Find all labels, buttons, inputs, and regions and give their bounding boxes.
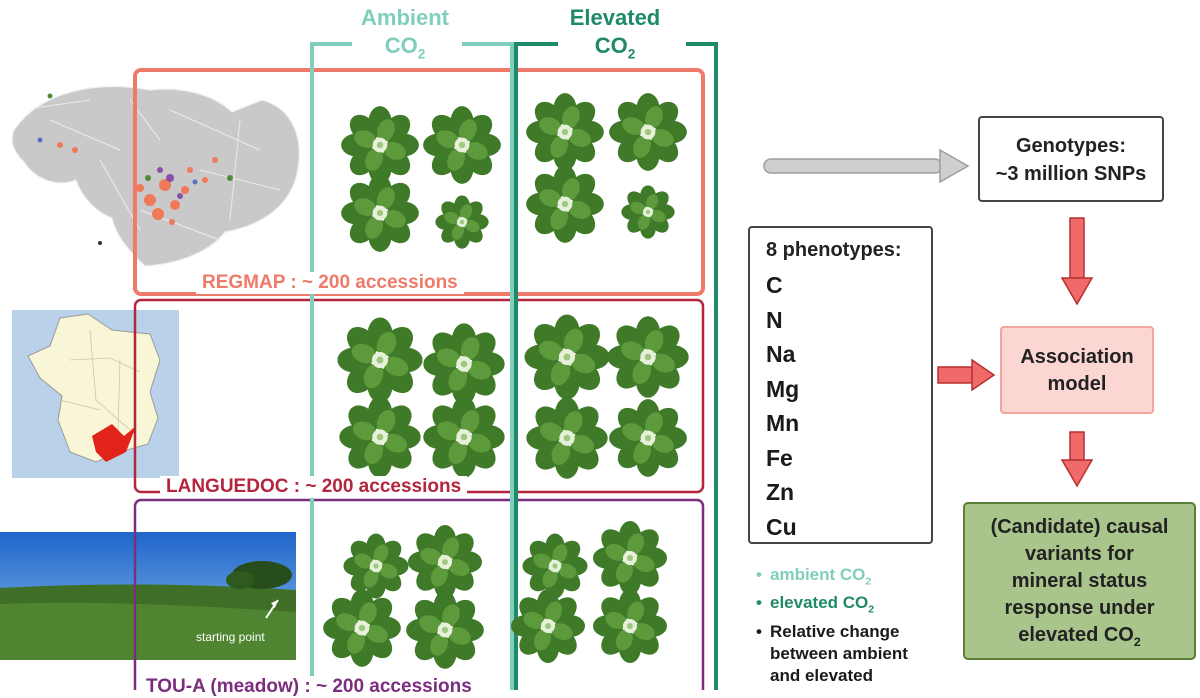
- languedoc-label: LANGUEDOC : ~ 200 accessions: [160, 476, 468, 498]
- toua-box: [133, 498, 705, 690]
- rosette-plants: [323, 93, 689, 669]
- result-line3: mineral status: [1011, 570, 1148, 592]
- photo-caption: starting point: [196, 630, 265, 644]
- red-arrow-down-1: [1060, 217, 1094, 306]
- legend: • ambient CO2 • elevated CO2 • Relative …: [756, 564, 956, 687]
- gray-right-arrow: [763, 148, 970, 184]
- elevated-frame: [514, 42, 718, 690]
- result-line4: response under: [1004, 597, 1155, 619]
- phenotypes-box: 8 phenotypes: C N Na Mg Mn Fe Zn Cu: [748, 226, 933, 544]
- phenotypes-title: 8 phenotypes:: [766, 239, 902, 261]
- result-line5: elevated CO2: [1018, 624, 1141, 649]
- world-map: [10, 82, 306, 268]
- toua-label: TOU-A (meadow) : ~ 200 accessions: [140, 676, 478, 698]
- genotypes-line1: Genotypes:: [1015, 135, 1127, 157]
- phenotype-item: N: [766, 306, 783, 333]
- legend-relative-change: • Relative change between ambient and el…: [756, 621, 908, 685]
- red-arrow-down-2: [1060, 431, 1094, 488]
- legend-elevated: • elevated CO2: [756, 593, 875, 616]
- regmap-box: [133, 68, 705, 296]
- result-line1: (Candidate) causal: [990, 516, 1169, 538]
- elevated-header-line2: CO2: [594, 32, 636, 61]
- association-line2: model: [1047, 373, 1107, 395]
- phenotype-item: C: [766, 272, 783, 298]
- ambient-header-line2: CO2: [384, 32, 426, 61]
- association-line1: Association: [1020, 346, 1134, 368]
- ambient-header: Ambient CO2: [330, 4, 480, 62]
- regmap-label: REGMAP : ~ 200 accessions: [196, 272, 464, 294]
- result-box: (Candidate) causal variants for mineral …: [963, 502, 1196, 660]
- association-model-box: Association model: [1000, 326, 1154, 414]
- red-arrow-right: [937, 358, 996, 392]
- france-map: [12, 310, 179, 478]
- phenotype-item: Mg: [766, 375, 800, 402]
- elevated-header-line1: Elevated: [569, 5, 661, 30]
- genotypes-box: Genotypes: ~3 million SNPs: [978, 116, 1164, 202]
- genotypes-line2: ~3 million SNPs: [995, 163, 1147, 185]
- ambient-frame: [310, 42, 514, 690]
- meadow-photo: [0, 532, 296, 660]
- phenotype-item: Na: [766, 341, 796, 367]
- phenotype-item: Mn: [766, 410, 800, 436]
- phenotype-item: Fe: [766, 444, 793, 471]
- result-line2: variants for: [1025, 543, 1134, 565]
- languedoc-box: [133, 298, 705, 494]
- elevated-header: Elevated CO2: [540, 4, 690, 62]
- phenotype-item: Cu: [766, 513, 797, 540]
- ambient-header-line1: Ambient: [361, 5, 449, 30]
- phenotype-item: Zn: [766, 479, 795, 505]
- legend-ambient: • ambient CO2: [756, 565, 872, 588]
